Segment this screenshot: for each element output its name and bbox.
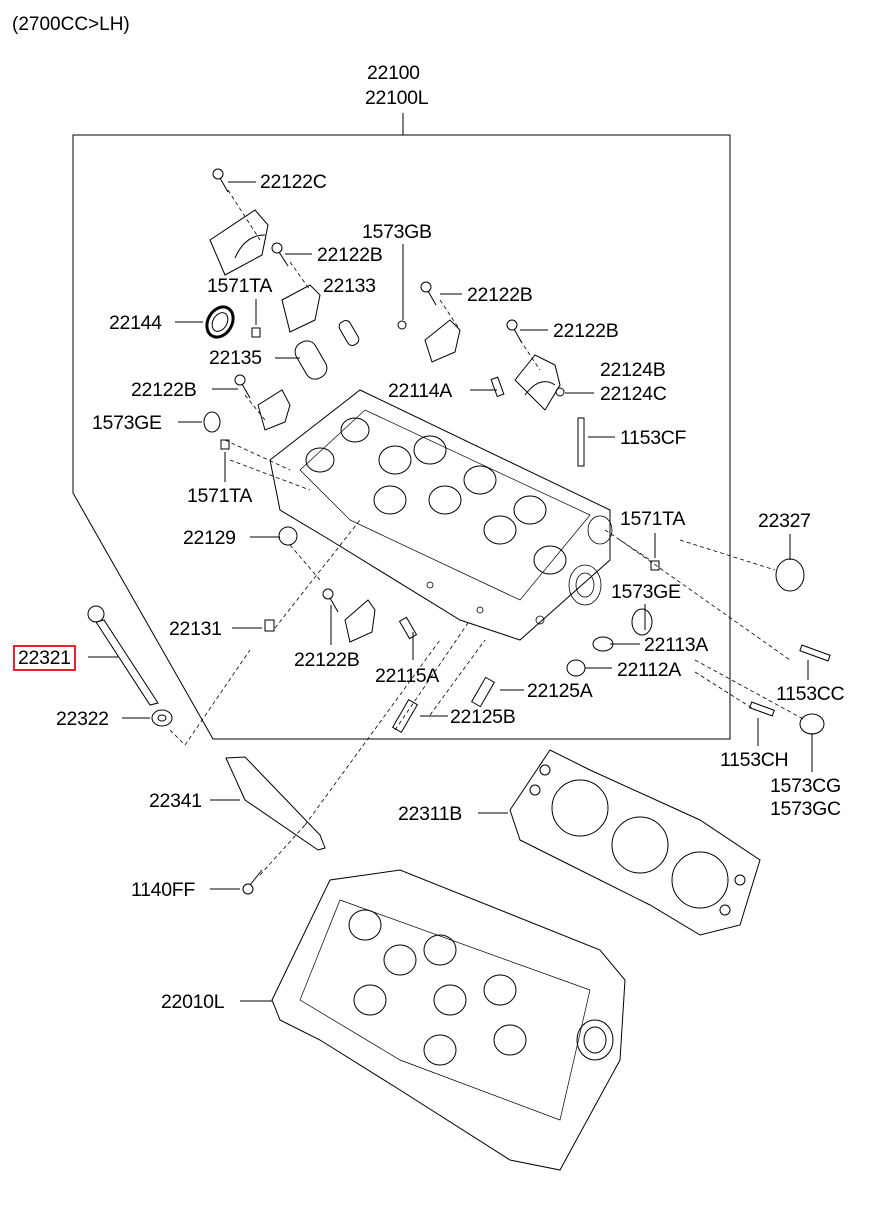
cam-caps [209,209,561,643]
part-label-22133[interactable]: 22133 [323,275,376,297]
bolt-22122C [212,168,229,193]
part-label-1573GE[interactable]: 1573GE [611,581,681,603]
diagram-title: (2700CC>LH) [12,14,130,35]
part-label-1571TA[interactable]: 1571TA [620,508,686,530]
part-label-22114A[interactable]: 22114A [388,380,452,402]
part-label-22124B[interactable]: 22124B [600,359,666,381]
oil-seal-22144 [205,305,235,339]
part-label-1571TA[interactable]: 1571TA [207,275,273,297]
cylinder-head-lower [271,869,626,1171]
part-label-22129[interactable]: 22129 [183,527,236,549]
bolt-22122B-e [322,588,339,613]
part-label-1140FF[interactable]: 1140FF [131,879,195,901]
part-label-1153CH[interactable]: 1153CH [720,749,789,771]
bolt-22122B-a [271,242,289,267]
part-label-22321-selected[interactable]: 22321 [13,645,76,671]
assembly-boundary [72,113,731,740]
part-label-22122B[interactable]: 22122B [467,284,533,306]
bolt-22122B-d [234,374,251,399]
bolt-22122B-b [420,281,437,306]
head-bolt-22321 [87,605,159,706]
part-label-22122C[interactable]: 22122C [260,171,327,193]
part-label-1573GE[interactable]: 1573GE [92,412,162,434]
part-label-1153CC[interactable]: 1153CC [776,683,845,705]
part-label-1571TA[interactable]: 1571TA [187,485,253,507]
group-label-22100[interactable]: 22100 [367,62,420,84]
part-label-22113A[interactable]: 22113A [644,634,708,656]
part-label-1153CF[interactable]: 1153CF [620,427,687,449]
part-label-22341[interactable]: 22341 [149,790,202,812]
part-label-22010L[interactable]: 22010L [161,991,225,1013]
part-label-22125A[interactable]: 22125A [527,680,593,702]
part-label-22122B[interactable]: 22122B [294,649,360,671]
head-gasket-22311B [509,749,761,936]
bolt-22122B-c [506,319,523,344]
part-label-22135[interactable]: 22135 [209,347,262,369]
group-label-22100L[interactable]: 22100L [365,87,429,109]
part-label-22322[interactable]: 22322 [56,708,109,730]
part-label-1573GB[interactable]: 1573GB [362,221,432,243]
part-label-22115A[interactable]: 22115A [375,665,439,687]
small-parts [87,168,831,895]
part-label-22327[interactable]: 22327 [758,510,811,532]
part-label-22112A[interactable]: 22112A [617,659,681,681]
part-label-1573CG[interactable]: 1573CG [770,775,841,797]
part-label-22311B[interactable]: 22311B [398,803,462,825]
part-label-22122B[interactable]: 22122B [553,320,619,342]
part-label-22124C[interactable]: 22124C [600,383,667,405]
dashed-assembly-lines [169,189,806,876]
part-label-22122B[interactable]: 22122B [131,379,197,401]
part-label-22131[interactable]: 22131 [169,618,222,640]
cylinder-head-upper [269,389,613,641]
part-label-22122B[interactable]: 22122B [317,244,383,266]
leader-lines [88,181,813,1002]
part-label-1573GC[interactable]: 1573GC [770,798,841,820]
part-label-22125B[interactable]: 22125B [450,706,516,728]
part-label-22144[interactable]: 22144 [109,312,162,334]
